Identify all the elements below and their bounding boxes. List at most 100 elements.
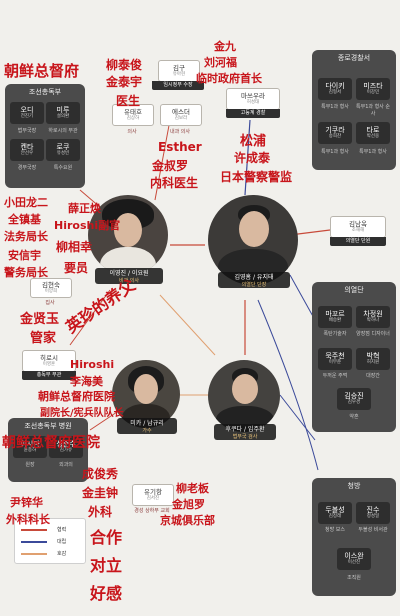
member-role: 특수요원 (53, 165, 73, 171)
annotation: 临时政府首长 (196, 72, 262, 85)
portrait-mika-name: 미카 / 남규리 가수 (117, 418, 177, 434)
member-card[interactable]: 김승진 김우경 (337, 388, 371, 410)
character-box-yugihang[interactable]: 유기항 김서진 (132, 484, 174, 506)
member-name: 오디 (20, 106, 34, 114)
character-box-kimnamok[interactable]: 김남옥 조해해 (330, 216, 386, 238)
character-role: 집사 (45, 300, 55, 306)
line-kuda-panel (279, 394, 316, 441)
member-role: 두꺼운 주먹 (322, 373, 348, 379)
member-name: 이스완 (344, 552, 364, 560)
character-actor: 허성태 (246, 100, 260, 105)
member-card[interactable]: 진수 정성일 (356, 502, 390, 524)
member-actor: 유성빈 (56, 151, 70, 156)
line-hospital-mika (89, 409, 121, 431)
character-actor: 유지태 (256, 274, 274, 281)
member-name: 진수 (366, 506, 380, 514)
legend-label: 대립 (57, 539, 67, 545)
member-actor: 김형서 (328, 90, 342, 95)
line-heroine-hiroshi (69, 289, 111, 346)
panel-title: 조선총독부 병원 (24, 422, 72, 430)
character-name: 유태호 (124, 108, 142, 116)
member-role: 폭탄기술자 (323, 331, 347, 337)
annotation: 小田龙二 (4, 196, 48, 209)
annotation: 薛正焕 (68, 202, 101, 215)
member-actor: 박하나 (366, 318, 380, 323)
member-actor: 정성일 (366, 514, 380, 519)
portrait-heroine[interactable] (88, 195, 168, 275)
member-actor: 안선우 (20, 151, 34, 156)
member-actor: 박선웅 (366, 134, 380, 139)
annotation-oppose: 对立 (90, 556, 123, 575)
character-box-yu[interactable]: 유태호 김상하 (112, 104, 154, 126)
portrait-hero[interactable] (208, 195, 298, 285)
member-role: 두볼성 비서관 (358, 527, 388, 533)
member-card[interactable]: 로쿠 유성빈 (46, 139, 80, 161)
member-card[interactable]: 타로 박선웅 (356, 122, 390, 144)
character-box-kimhyeonsuk[interactable]: 김현숙 이양희 (30, 278, 72, 298)
legend-line-cooperate (21, 529, 47, 531)
portrait-hero-name: 김영흠 / 유지태 의열단 단장 (218, 272, 290, 288)
annotation: 日本警察警监 (220, 170, 293, 184)
annotation: 全镇基 (8, 213, 41, 226)
annotation: 要员 (64, 261, 89, 275)
character-box-esther[interactable]: 에스더 김보라 (160, 104, 202, 126)
character-role: 내과 의사 (170, 129, 190, 135)
member-card[interactable]: 마꼬르 배승환 (318, 306, 352, 328)
annotation: 金泰宇 (106, 75, 143, 89)
member-role: 법무국장 (17, 128, 37, 134)
member-actor: 설의환 (56, 114, 70, 119)
member-card[interactable]: 박혁 허지원 (356, 348, 390, 370)
member-role: 외과의 (59, 462, 73, 468)
character-role: 의사 (127, 129, 137, 135)
member-actor: 이선진 (347, 560, 361, 565)
panel-title: 조선총독부 (28, 88, 62, 96)
member-actor: 이강민 (366, 90, 380, 95)
legend: 협력 대립 호감 (14, 518, 86, 564)
member-card[interactable]: 기쿠라 송희찬 (318, 122, 352, 144)
member-card[interactable]: 이스완 이선진 (337, 548, 371, 570)
member-role: 조직원 (347, 575, 361, 581)
member-name: 다이키 (325, 82, 345, 90)
character-actor: 남규리 (147, 420, 164, 427)
annotation: 金九 (214, 40, 236, 53)
member-card[interactable]: 다이키 김형서 (318, 78, 352, 100)
member-actor: 김가유 (59, 448, 73, 453)
panel-title: 종로경찰서 (337, 54, 371, 62)
character-actor: 이양희 (44, 289, 58, 294)
portrait-kuda[interactable] (208, 360, 280, 432)
member-card[interactable]: 켄타 안선우 (10, 139, 44, 161)
annotation: 医生 (116, 94, 141, 108)
character-name: 이영진 (109, 270, 127, 277)
character-box-kimgu[interactable]: 김구 유아현 (158, 60, 200, 82)
character-actor: 김상하 (126, 116, 140, 121)
portrait-heroine-name: 이영진 / 이요원 비과 의사 (95, 268, 163, 284)
member-card[interactable]: 이시다 윤종하 (13, 436, 47, 458)
annotation: 刘河福 (204, 56, 237, 69)
member-role: 특무1과 형사 (359, 149, 387, 155)
character-box-masuura[interactable]: 마쓰우라 허성태 (226, 88, 280, 110)
member-role: 특무1과 형사 (321, 149, 349, 155)
panel-title: 청방 (347, 482, 361, 490)
legend-line-oppose (21, 541, 47, 543)
member-card[interactable]: 묵주천 이무준 (318, 348, 352, 370)
member-card[interactable]: 오디 전진기 (10, 102, 44, 124)
member-actor: 김정래 (328, 514, 342, 519)
member-card[interactable]: 미루 설의환 (46, 102, 80, 124)
annotation: 柳相幸 (56, 240, 93, 254)
annotation: 法务局长 (4, 230, 48, 243)
annotation-governor: 朝鲜总督府 (4, 62, 80, 80)
character-box-hiroshi[interactable]: 히로시 이영훈 (22, 350, 76, 372)
member-card[interactable]: 성준수 김가유 (49, 436, 83, 458)
member-role: 원장 (25, 462, 35, 468)
member-card[interactable]: 두볼성 김정래 (318, 502, 352, 524)
member-card[interactable]: 차정원 박하나 (356, 306, 390, 328)
character-name: 김구 (173, 64, 185, 72)
annotation: 警务局长 (4, 266, 48, 279)
line-heroine-kimgu (154, 119, 171, 201)
annotation: 许成泰 (234, 151, 271, 165)
member-name: 두볼성 (325, 506, 345, 514)
annotation: 成俊秀 (82, 467, 119, 481)
character-role: 법무국 검사 (232, 434, 258, 440)
member-card[interactable]: 미즈타 이강민 (356, 78, 390, 100)
member-name: 이시다 (20, 440, 40, 448)
